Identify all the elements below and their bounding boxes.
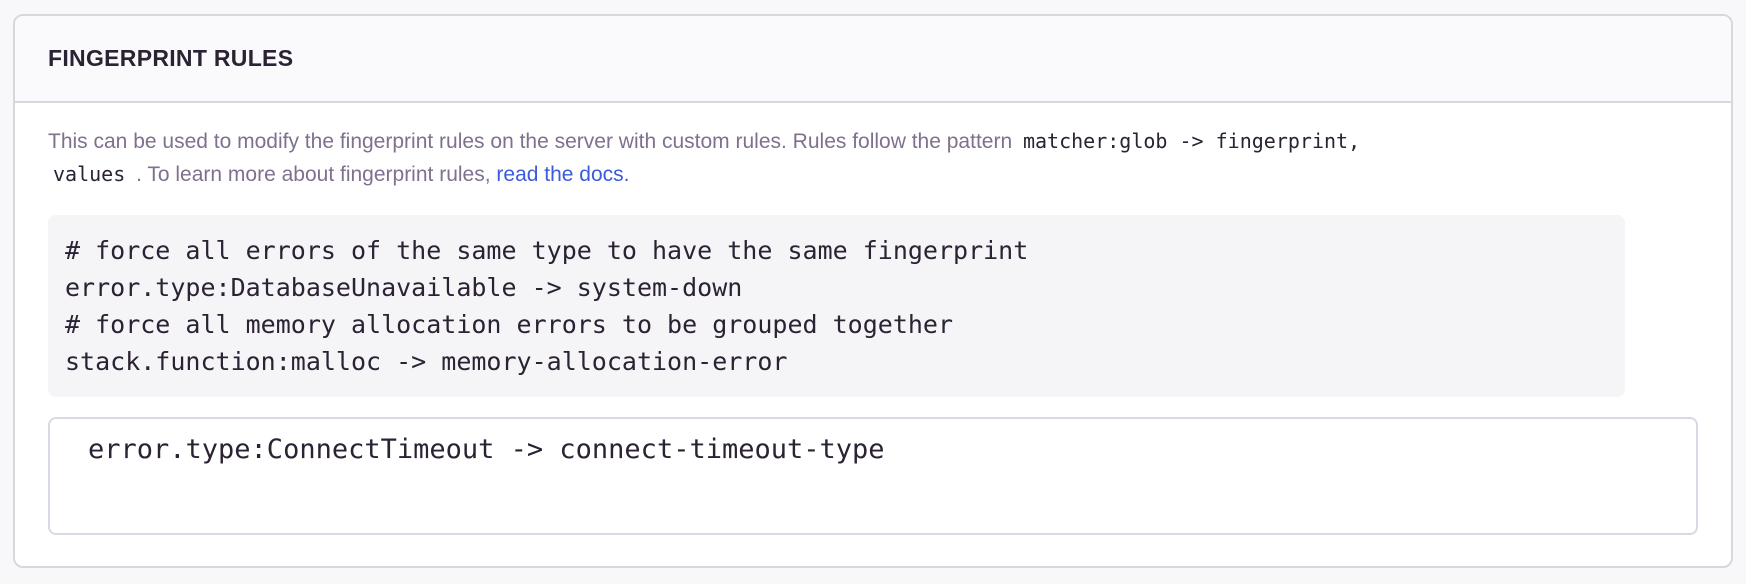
panel-description: This can be used to modify the fingerpri… <box>48 125 1698 191</box>
read-the-docs-link[interactable]: read the docs. <box>496 163 630 186</box>
fingerprint-rules-panel: FINGERPRINT RULES This can be used to mo… <box>13 14 1733 568</box>
pattern-inline-code-values: values <box>53 162 126 186</box>
pattern-inline-code: matcher:glob -> fingerprint, <box>1022 129 1361 153</box>
description-text-1: This can be used to modify the fingerpri… <box>48 130 1018 153</box>
description-text-2: . To learn more about fingerprint rules, <box>130 163 497 186</box>
panel-header: FINGERPRINT RULES <box>15 16 1731 103</box>
example-rules-code-block: # force all errors of the same type to h… <box>48 215 1625 397</box>
panel-body: This can be used to modify the fingerpri… <box>15 103 1731 566</box>
fingerprint-rules-textarea[interactable]: error.type:ConnectTimeout -> connect-tim… <box>48 417 1698 535</box>
panel-title: FINGERPRINT RULES <box>48 45 294 71</box>
